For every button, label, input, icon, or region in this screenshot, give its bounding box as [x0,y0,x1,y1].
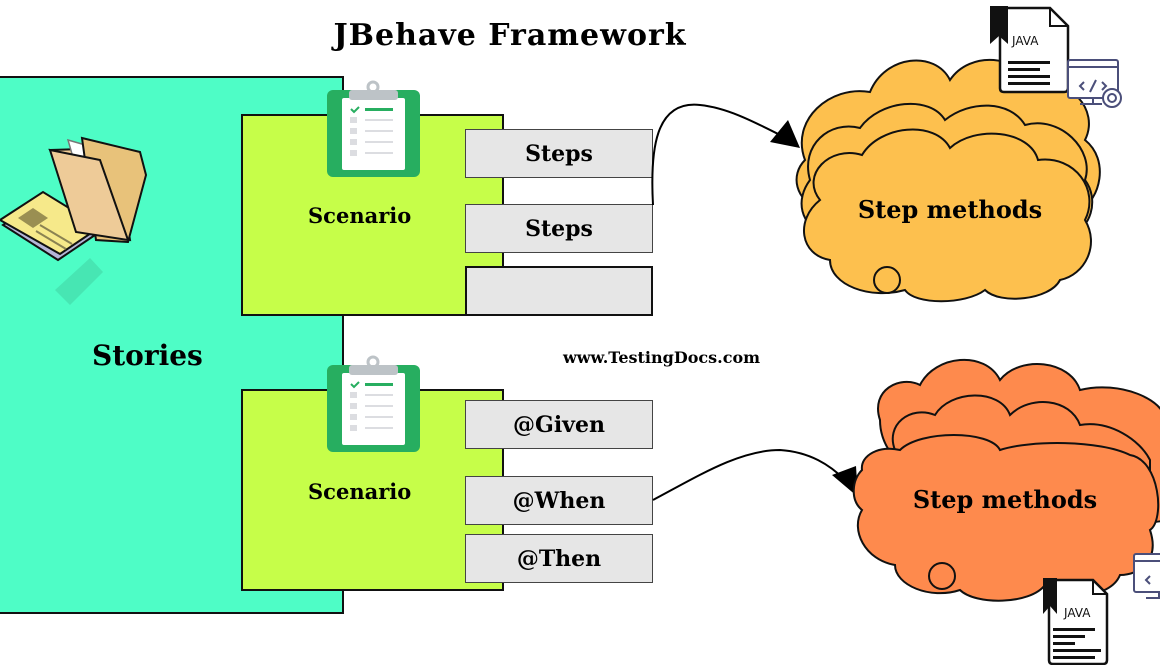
arrowhead [832,466,858,497]
scenario-label: Scenario [308,203,412,228]
cloud-label: Step methods [912,485,1098,514]
java-badge: JAVA [1011,34,1039,48]
scenario-label: Scenario [308,479,412,504]
step-box: Steps [465,129,653,178]
website-label: www.TestingDocs.com [563,348,761,367]
java-badge: JAVA [1063,606,1091,620]
arrowhead [770,120,800,148]
step-box: Steps [465,204,653,253]
arrow-when-to-methods [652,448,846,501]
step-box-given: @Given [465,400,653,449]
cloud-label: Step methods [857,195,1043,224]
step-box-then: @Then [465,534,653,583]
step-box-when: @When [465,476,653,525]
step-box-empty [465,266,653,316]
stories-label: Stories [92,339,203,372]
arrow-steps-to-methods [651,103,791,206]
diagram-title: JBehave Framework [333,18,687,53]
